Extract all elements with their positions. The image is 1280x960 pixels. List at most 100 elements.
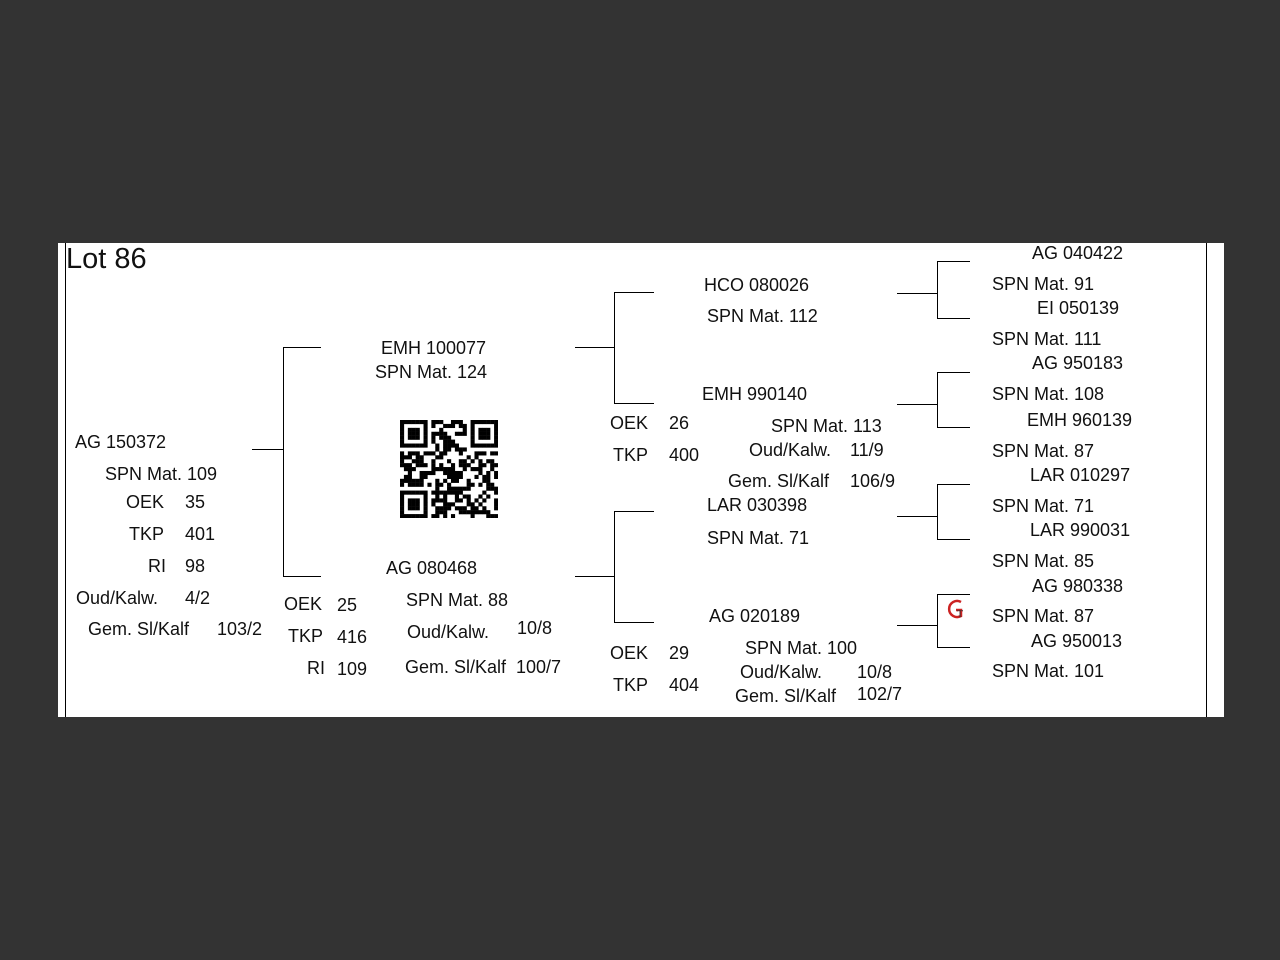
lot-title: Lot 86 (66, 243, 147, 275)
qr-module (478, 435, 483, 440)
qr-module (466, 494, 471, 499)
qr-module (400, 439, 405, 444)
qr-module (431, 502, 436, 507)
animal-tkp: 401 (185, 524, 216, 544)
qr-module (411, 451, 416, 456)
qr-module (462, 423, 467, 429)
connector-line (614, 292, 654, 293)
qr-module (400, 490, 405, 495)
dam-oud-label: Oud/Kalw. (407, 622, 490, 642)
qr-module (450, 439, 456, 444)
qr-module (439, 506, 444, 511)
dd-gem: 102/7 (857, 684, 903, 704)
qr-module (462, 467, 467, 472)
qr-module (486, 514, 491, 518)
qr-module (466, 482, 471, 487)
connector-line (897, 404, 937, 405)
qr-module (482, 506, 487, 511)
qr-module (415, 459, 420, 464)
qr-module (431, 423, 436, 429)
connector-line (937, 372, 970, 373)
qr-module (423, 490, 428, 495)
dam-spn: SPN Mat. 88 (406, 590, 509, 610)
connector-line (937, 594, 938, 647)
qr-module (439, 510, 444, 515)
qr-module (411, 498, 416, 503)
qr-module (454, 420, 459, 425)
qr-module (419, 455, 424, 460)
connector-line (575, 576, 614, 577)
qr-module (454, 498, 459, 503)
qr-module (470, 431, 475, 436)
qr-module (403, 478, 409, 483)
qr-module (400, 478, 405, 483)
qr-module (400, 420, 405, 425)
qr-module (447, 482, 452, 487)
dam-gem: 100/7 (516, 657, 562, 677)
qr-module (478, 443, 483, 448)
qr-module (439, 435, 444, 440)
qr-module (474, 506, 479, 511)
qr-module (486, 420, 491, 425)
qr-module (419, 463, 424, 468)
qr-module (407, 514, 412, 518)
dam-gem-label: Gem. Sl/Kalf (405, 657, 507, 677)
qr-module (400, 423, 405, 429)
connector-line (614, 292, 615, 403)
qr-module (431, 467, 436, 472)
right-border (1206, 243, 1207, 717)
qr-module (470, 420, 475, 425)
qr-module (407, 431, 412, 436)
qr-module (486, 443, 491, 448)
qr-module (407, 443, 412, 448)
qr-module (411, 502, 416, 507)
qr-module (450, 423, 456, 429)
qr-module (415, 431, 420, 436)
qr-code (400, 420, 498, 518)
qr-module (474, 498, 479, 503)
connector-line (252, 449, 283, 450)
qr-module (450, 470, 456, 476)
connector-line (937, 647, 970, 648)
qr-module (443, 439, 448, 444)
sd-gem-label: Gem. Sl/Kalf (728, 471, 830, 491)
qr-module (443, 431, 448, 436)
qr-module (423, 470, 428, 476)
qr-module (470, 467, 475, 472)
qr-module (439, 463, 444, 468)
qr-module (454, 494, 459, 499)
gen3-spn: SPN Mat. 71 (992, 496, 1095, 516)
qr-module (450, 502, 456, 507)
dd-oud: 10/8 (857, 662, 893, 682)
qr-module (443, 467, 448, 472)
qr-module (466, 478, 471, 483)
gen3-spn: SPN Mat. 87 (992, 441, 1095, 461)
qr-module (474, 420, 479, 425)
sd-id: EMH 990140 (702, 384, 808, 404)
qr-module (450, 467, 456, 472)
qr-module (494, 463, 498, 468)
qr-module (490, 482, 495, 487)
qr-module (407, 490, 412, 495)
qr-module (407, 474, 412, 479)
qr-module (494, 506, 498, 511)
qr-module (458, 459, 463, 464)
qr-module (478, 463, 483, 468)
qr-module (454, 490, 459, 495)
connector-line (614, 511, 654, 512)
qr-module (458, 506, 463, 511)
qr-module (486, 482, 491, 487)
qr-module (470, 435, 475, 440)
qr-module (435, 455, 440, 460)
dd-oud-label: Oud/Kalw. (740, 662, 823, 682)
qr-module (407, 455, 412, 460)
qr-module (407, 482, 412, 487)
qr-module (490, 451, 495, 456)
qr-module (482, 435, 487, 440)
qr-module (415, 478, 420, 483)
qr-module (482, 431, 487, 436)
qr-module (423, 443, 428, 448)
qr-module (447, 474, 452, 479)
qr-module (494, 423, 498, 429)
qr-module (400, 435, 405, 440)
